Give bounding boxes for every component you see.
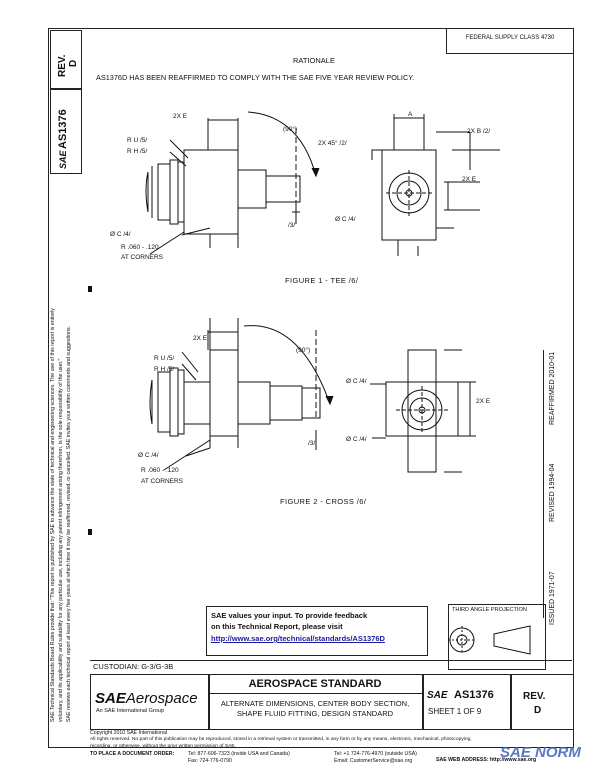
fig2-label-2xe-right: 2X E bbox=[476, 398, 491, 405]
tel-intl: Tel: +1 724-776-4970 (outside USA) bbox=[334, 751, 417, 757]
sae-logo-text: SAEAerospace bbox=[95, 690, 198, 707]
projection-label: THIRD ANGLE PROJECTION bbox=[452, 607, 527, 613]
title-block-rev-cell bbox=[510, 674, 574, 730]
fig2-label-dia-c-left: Ø C /4/ bbox=[138, 452, 159, 459]
title-block-logo-cell bbox=[90, 674, 210, 730]
title-rev-value: D bbox=[534, 705, 542, 716]
fig2-label-corners: AT CORNERS bbox=[141, 478, 184, 485]
fig1-label-dia-c-left: Ø C /4/ bbox=[110, 231, 131, 238]
logo-aerospace: Aerospace bbox=[125, 690, 198, 707]
fig1-label-rh: R H /5/ bbox=[127, 148, 148, 155]
feedback-line-1: SAE values your input. To provide feedba… bbox=[211, 611, 368, 620]
fig2-label-rh: R H /5/ bbox=[154, 366, 175, 373]
title-block-number-cell bbox=[422, 674, 512, 730]
fig1-label-2xe-right: 2X E bbox=[462, 176, 477, 183]
title-doc-number: AS1376 bbox=[454, 689, 494, 701]
web-address: SAE WEB ADDRESS: http://www.sae.org bbox=[436, 757, 537, 763]
fig2-label-ru: R U /5/ bbox=[154, 355, 175, 362]
tel-usa: Tel: 877-606-7323 (inside USA and Canada… bbox=[188, 751, 290, 757]
description-line-2: SHAPE FLUID FITTING, DESIGN STANDARD bbox=[236, 709, 394, 718]
fig1-label-2xb: 2X B /2/ bbox=[467, 128, 491, 135]
fig1-label-chamfer: 2X 45° /2/ bbox=[318, 140, 347, 147]
third-angle-projection-icon bbox=[448, 625, 531, 655]
fax: Fax: 724-776-0790 bbox=[188, 758, 232, 764]
rationale-title: RATIONALE bbox=[293, 56, 335, 65]
sheet-indicator: SHEET 1 OF 9 bbox=[428, 707, 482, 716]
watermark: SAE NORM bbox=[500, 744, 581, 761]
fig2-label-dia-c-b: Ø C /4/ bbox=[346, 436, 367, 443]
figure-1-caption: FIGURE 1 - TEE /6/ bbox=[285, 276, 359, 285]
fig1-label-3: /3/ bbox=[288, 222, 296, 229]
fig2-label-3: /3/ bbox=[308, 440, 316, 447]
figure-2-caption: FIGURE 2 - CROSS /6/ bbox=[280, 497, 367, 506]
fsc-label: FEDERAL SUPPLY CLASS 4730 bbox=[465, 35, 555, 41]
standard-title: AEROSPACE STANDARD bbox=[248, 678, 382, 690]
fig2-label-dia-c-a: Ø C /4/ bbox=[346, 378, 367, 385]
logo-sae: SAE bbox=[95, 690, 126, 707]
logo-tagline: An SAE International Group bbox=[96, 708, 164, 714]
fig1-label-radius: R .060 - .120 bbox=[121, 244, 159, 251]
right-strip-divider bbox=[543, 350, 544, 618]
fig1-label-a: A bbox=[408, 111, 413, 118]
email: Email: CustomerService@sae.org bbox=[334, 758, 413, 764]
title-block-desc-cell bbox=[208, 674, 424, 730]
fig1-label-dia-c-right: Ø C /4/ bbox=[335, 216, 356, 223]
rationale-text: AS1376D HAS BEEN REAFFIRMED TO COMPLY WI… bbox=[96, 73, 415, 82]
title-sae-mark: SAE bbox=[427, 690, 448, 701]
custodian-row bbox=[90, 660, 572, 673]
fig1-label-ru: R U /5/ bbox=[127, 137, 148, 144]
fig1-label-90: (90°) bbox=[283, 126, 298, 133]
fig2-label-radius: R .060 - .120 bbox=[141, 467, 179, 474]
feedback-line-2: on this Technical Report, please visit bbox=[211, 622, 343, 631]
copyright: Copyright 2010 SAE International bbox=[90, 730, 167, 736]
feedback-url-link[interactable]: http://www.sae.org/technical/standards/A… bbox=[211, 634, 385, 643]
projection-box bbox=[448, 604, 546, 670]
change-mark bbox=[88, 529, 92, 535]
change-mark bbox=[88, 286, 92, 292]
fig1-label-corners: AT CORNERS bbox=[121, 254, 164, 261]
order-label: TO PLACE A DOCUMENT ORDER: bbox=[90, 751, 175, 757]
left-docnum-block: AS1376 SAE bbox=[50, 88, 82, 174]
description-line-1: ALTERNATE DIMENSIONS, CENTER BODY SECTIO… bbox=[220, 699, 410, 708]
rights-line-2: recording, or otherwise, without the pri… bbox=[90, 744, 236, 749]
fig2-label-2xe: 2X E bbox=[193, 335, 208, 342]
page-frame bbox=[48, 28, 574, 748]
left-rev-block: REV. D bbox=[50, 30, 82, 90]
rights-line-1: All rights reserved. No part of this pub… bbox=[90, 737, 472, 742]
fig2-label-90: (90°) bbox=[296, 347, 311, 354]
title-rev-label: REV. bbox=[523, 691, 546, 702]
fig1-label-2xe: 2X E bbox=[173, 113, 188, 120]
title-divider bbox=[208, 693, 422, 694]
fsc-box bbox=[446, 28, 574, 54]
feedback-box: SAE values your input. To provide feedba… bbox=[206, 606, 428, 656]
custodian-label: CUSTODIAN: G-3/G-3B bbox=[93, 662, 174, 671]
